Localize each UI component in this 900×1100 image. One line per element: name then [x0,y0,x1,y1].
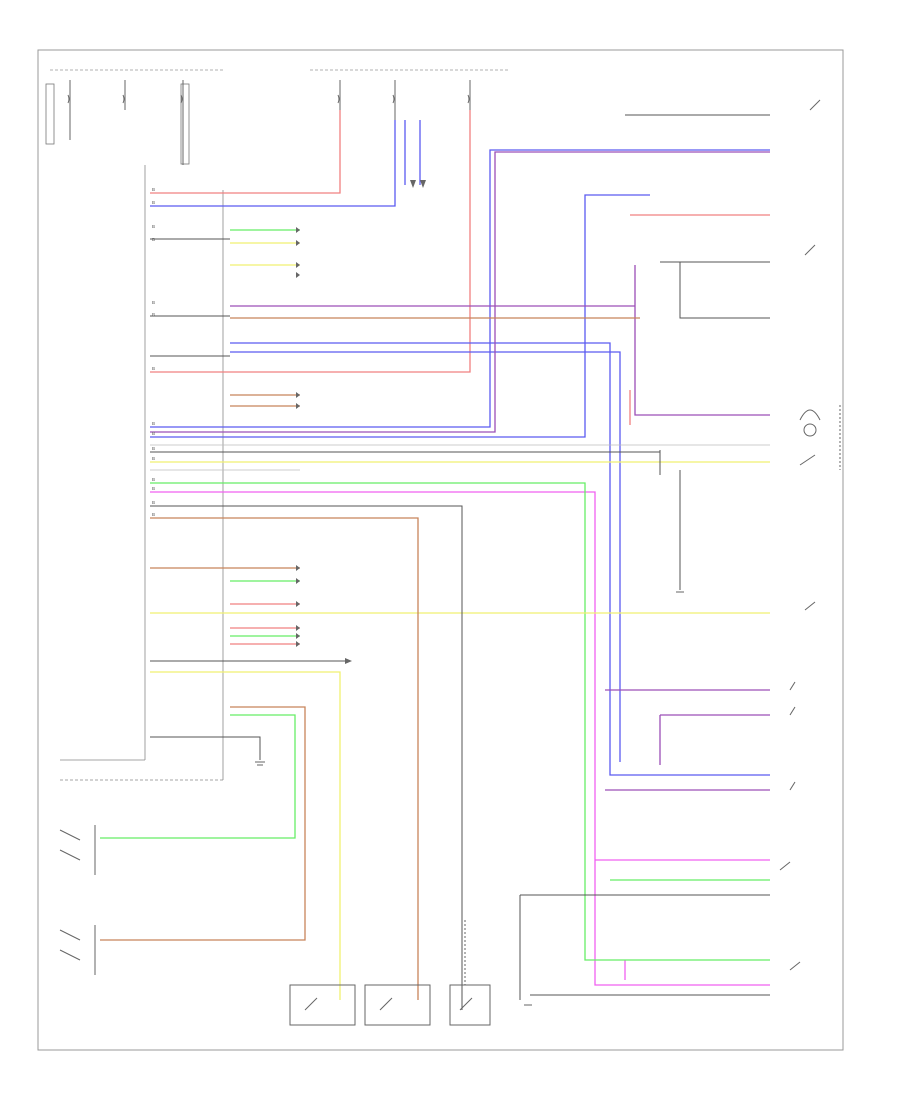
right-components [779,99,841,971]
fuses [67,80,471,165]
connector-marks [296,180,426,664]
svg-text:B: B [152,421,155,426]
fuse-block-left [45,69,510,165]
wires-green [100,229,770,961]
wires-blue [150,120,770,776]
svg-text:B: B [152,312,155,317]
svg-text:B: B [152,366,155,371]
wires-red [150,110,770,645]
svg-text:B: B [152,446,155,451]
svg-text:B: B [152,224,155,229]
wires-pink [150,491,770,986]
wires-violet [150,151,770,791]
wires-black [150,114,770,1010]
bottom-switches [289,920,491,1026]
svg-text:B: B [152,500,155,505]
svg-text:B: B [152,187,155,192]
left-switches [59,825,96,975]
module-pin-labels: B B B B B B B B B B B B B B B [152,187,155,517]
diagram-frame [37,49,844,1051]
wires-orange [100,317,640,1000]
svg-text:B: B [152,300,155,305]
svg-text:B: B [152,456,155,461]
svg-text:B: B [152,431,155,436]
svg-text:B: B [152,200,155,205]
svg-text:B: B [152,486,155,491]
control-module-box [60,165,224,781]
wires-gray [150,444,770,471]
svg-text:B: B [152,512,155,517]
wires-yellow [150,242,770,1000]
ground-symbols [255,591,684,1006]
svg-text:B: B [152,477,155,482]
svg-text:B: B [152,237,155,242]
